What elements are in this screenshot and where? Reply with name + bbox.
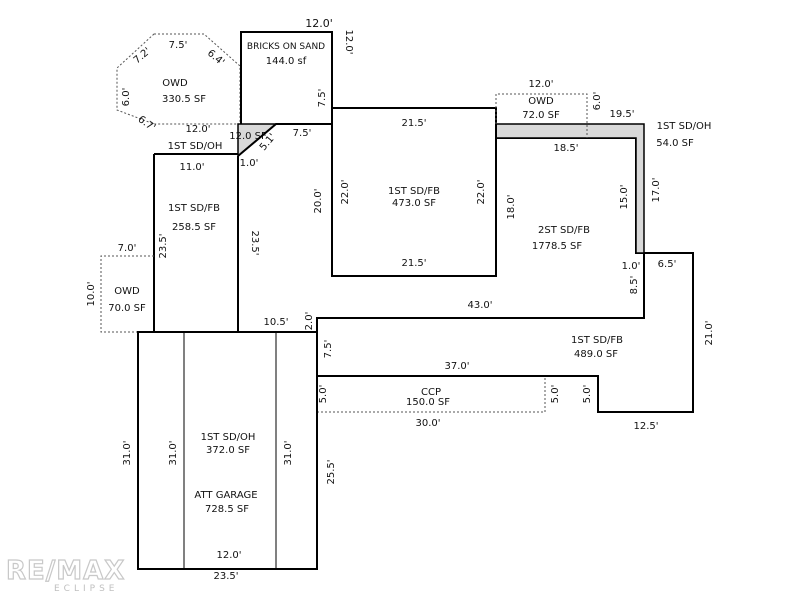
dim: 6.0' xyxy=(121,88,132,107)
bricks-outline xyxy=(240,31,333,124)
label: 1ST SD/OH xyxy=(168,141,223,152)
dim: 11.0' xyxy=(179,162,204,173)
dim: 30.0' xyxy=(415,418,440,429)
remax-eclipse-logo: RE/MAX ECLIPSE xyxy=(6,555,125,594)
dim: 12.0' xyxy=(216,550,241,561)
dim: 43.0' xyxy=(467,300,492,311)
dim: 5.0' xyxy=(582,385,593,404)
dim: 37.0' xyxy=(444,361,469,372)
label: 1778.5 SF xyxy=(532,241,583,252)
dim: 17.0' xyxy=(651,177,662,202)
dim: 7.2' xyxy=(132,46,153,66)
dim: 12.0' xyxy=(343,29,354,54)
label: 473.0 SF xyxy=(392,198,436,209)
label: OWD xyxy=(528,96,554,107)
dim: 23.5' xyxy=(158,233,169,258)
label: 150.0 SF xyxy=(406,397,450,408)
dim: 21.0' xyxy=(704,320,715,345)
label: 1ST SD/FB xyxy=(168,203,220,214)
dim: 6.7' xyxy=(136,114,158,134)
dim: 31.0' xyxy=(283,440,294,465)
dim: 31.0' xyxy=(122,440,133,465)
logo-brand: RE/MAX xyxy=(6,556,125,586)
dim: 1.0' xyxy=(240,158,259,169)
label: 12.0 SF xyxy=(229,131,267,142)
dim: 21.5' xyxy=(401,118,426,129)
dim: 2.0' xyxy=(304,312,315,331)
dim: 7.5' xyxy=(169,40,188,51)
label: 144.0 sf xyxy=(266,56,307,67)
dim: 19.5' xyxy=(609,109,634,120)
dim: 7.5' xyxy=(323,340,334,359)
dim: 15.0' xyxy=(619,184,630,209)
dim: 6.5' xyxy=(658,259,677,270)
label: 2ST SD/FB xyxy=(538,225,590,236)
fb-main-box xyxy=(331,107,497,277)
dim: 12.0' xyxy=(305,17,333,30)
dim: 6.4' xyxy=(205,48,226,68)
label: 258.5 SF xyxy=(172,222,216,233)
label: BRICKS ON SAND xyxy=(247,42,325,52)
label: 372.0 SF xyxy=(206,445,250,456)
dim: 7.0' xyxy=(118,243,137,254)
garage-outline xyxy=(137,331,318,570)
label: ATT GARAGE xyxy=(194,490,257,501)
dim: 31.0' xyxy=(168,440,179,465)
dim: 10.0' xyxy=(86,281,97,306)
dim: 25.5' xyxy=(326,459,337,484)
dim: 8.5' xyxy=(629,276,640,295)
dim: 22.0' xyxy=(476,179,487,204)
dim: 5.0' xyxy=(318,385,329,404)
dim: 12.0' xyxy=(528,79,553,90)
label: 70.0 SF xyxy=(108,303,146,314)
dim: 12.0' xyxy=(185,124,210,135)
dim: 18.0' xyxy=(506,194,517,219)
dim: 20.0' xyxy=(313,188,324,213)
label: OWD xyxy=(114,286,140,297)
label: 728.5 SF xyxy=(205,504,249,515)
label: 330.5 SF xyxy=(162,94,206,105)
dim: 12.5' xyxy=(633,421,658,432)
dim: 10.5' xyxy=(263,317,288,328)
label: 1ST SD/OH xyxy=(201,432,256,443)
label: OWD xyxy=(162,78,188,89)
label: 1ST SD/FB xyxy=(388,186,440,197)
dim: 23.5' xyxy=(249,230,260,255)
dim: 21.5' xyxy=(401,258,426,269)
dim: 7.5' xyxy=(293,128,312,139)
label: 489.0 SF xyxy=(574,349,618,360)
dim: 18.5' xyxy=(553,143,578,154)
label: 54.0 SF xyxy=(656,138,694,149)
label: CCP xyxy=(421,387,441,398)
logo-sub: ECLIPSE xyxy=(54,584,118,594)
dim: 1.0' xyxy=(622,261,641,272)
dim: 5.0' xyxy=(550,385,561,404)
label: 1ST SD/OH xyxy=(657,121,712,132)
label: 1ST SD/FB xyxy=(571,335,623,346)
dim: 7.5' xyxy=(317,89,328,108)
dim: 23.5' xyxy=(213,571,238,582)
label: 72.0 SF xyxy=(522,110,560,121)
owd-octagon-outline xyxy=(116,33,241,125)
dim: 22.0' xyxy=(340,179,351,204)
dim: 6.0' xyxy=(592,92,603,111)
